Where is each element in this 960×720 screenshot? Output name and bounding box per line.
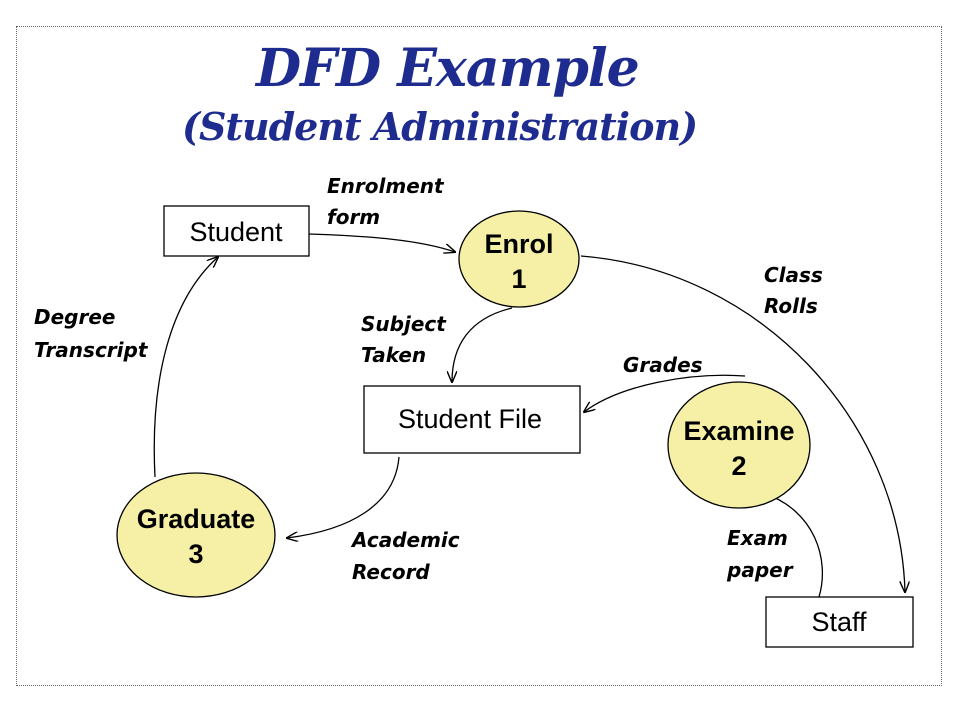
slide-frame: [16, 26, 942, 686]
entity-staff-label: Staff: [811, 607, 867, 637]
flow-exam-paper: [763, 493, 823, 598]
flow-grades: [584, 374, 746, 412]
data-store-label: Student File: [398, 404, 542, 434]
process-enrol-name: Enrol: [484, 229, 553, 259]
label-grades-line1: Grades: [623, 353, 703, 377]
label-enrolment-form: Enrolment form: [327, 174, 445, 229]
label-class-rolls-line2: Rolls: [764, 294, 818, 318]
label-academic-record: Academic Record: [350, 528, 460, 584]
process-enrol: Enrol 1: [458, 210, 580, 308]
diagram-title: DFD Example: [256, 38, 640, 99]
label-class-rolls: Class Rolls: [764, 263, 823, 318]
entity-staff: Staff: [765, 596, 914, 648]
label-grades: Grades: [623, 353, 703, 377]
flow-class-rolls: [580, 255, 905, 592]
label-subject-taken-line2: Taken: [361, 343, 426, 367]
process-examine-number: 2: [731, 451, 746, 481]
label-subject-taken-line1: Subject: [361, 312, 447, 336]
label-class-rolls-line1: Class: [764, 263, 823, 287]
label-degree-transcript-line1: Degree: [34, 305, 115, 329]
process-examine-name: Examine: [683, 416, 794, 446]
process-graduate-number: 3: [188, 539, 203, 569]
label-exam-paper-line2: paper: [726, 558, 794, 582]
diagram-subtitle: (Student Administration): [182, 104, 698, 149]
process-graduate: Graduate 3: [116, 472, 276, 598]
process-enrol-number: 1: [511, 264, 526, 294]
label-degree-transcript-line2: Transcript: [34, 338, 149, 362]
flow-enrolment-form: [308, 233, 455, 252]
process-graduate-name: Graduate: [137, 504, 256, 534]
entity-student-label: Student: [189, 217, 283, 247]
label-enrolment-form-line1: Enrolment: [327, 174, 445, 198]
flow-degree-transcript: [153, 257, 218, 478]
flow-subject-taken: [452, 307, 513, 382]
label-exam-paper-line1: Exam: [727, 526, 788, 550]
label-exam-paper: Exam paper: [726, 526, 794, 582]
label-subject-taken: Subject Taken: [361, 312, 447, 367]
label-academic-record-line1: Academic: [350, 528, 460, 552]
process-examine: Examine 2: [667, 381, 811, 509]
label-enrolment-form-line2: form: [327, 205, 380, 229]
flow-academic-record: [287, 456, 400, 538]
label-academic-record-line2: Record: [352, 560, 430, 584]
data-store-student-file: Student File: [363, 385, 581, 454]
label-degree-transcript: Degree Transcript: [34, 305, 149, 362]
entity-student: Student: [163, 205, 310, 257]
